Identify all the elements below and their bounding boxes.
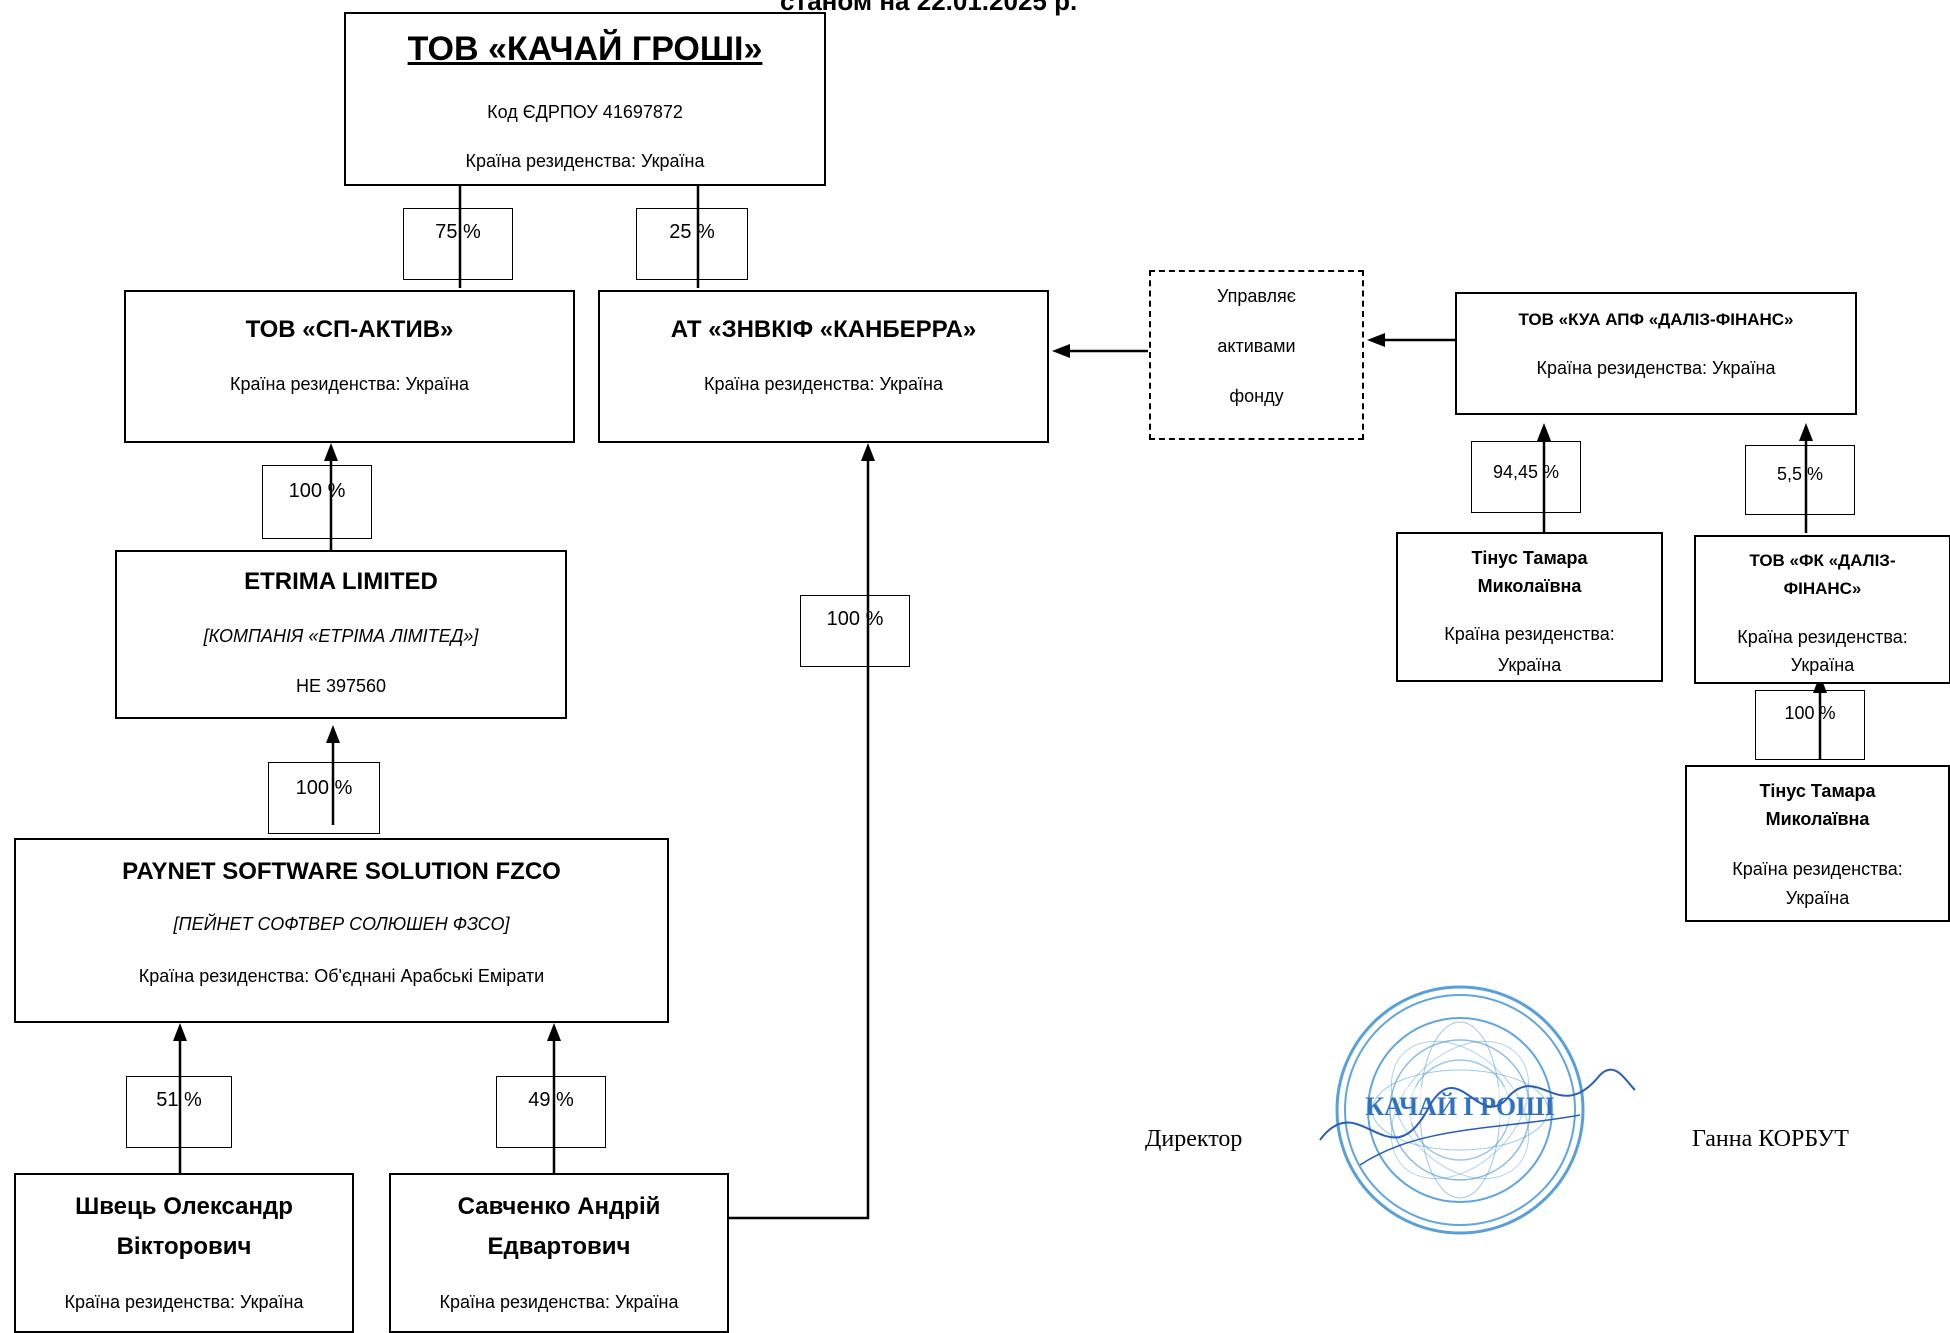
tinus-box-1: Тінус Тамара Миколаївна Країна резиденст… xyxy=(1396,532,1663,682)
company-stamp-icon: КАЧАЙ ГРОШІ xyxy=(1319,985,1636,1235)
main-company-code: Код ЄДРПОУ 41697872 xyxy=(487,102,683,122)
shvets-residence: Країна резиденства: Україна xyxy=(64,1292,304,1312)
diagram-header: станом на 22.01.2025 р. xyxy=(780,0,1078,16)
kua-box: ТОВ «КУА АПФ «ДАЛІЗ-ФІНАНС» Країна резид… xyxy=(1455,292,1857,415)
kanberra-name: АТ «ЗНВКІФ «КАНБЕРРА» xyxy=(670,316,977,343)
etrima-box: ETRIMA LIMITED [КОМПАНІЯ «ЕТРІМА ЛІМІТЕД… xyxy=(115,550,567,719)
savchenko-box: Савченко Андрій Едвартович Країна резиде… xyxy=(389,1173,729,1333)
main-company-name: ТОВ «КАЧАЙ ГРОШІ» xyxy=(407,30,763,68)
savchenko-residence: Країна резиденства: Україна xyxy=(439,1292,679,1312)
svg-text:КАЧАЙ ГРОШІ: КАЧАЙ ГРОШІ xyxy=(1365,1092,1554,1121)
percent-box-100-fk: 100 % xyxy=(1755,690,1865,760)
manages-assets-box: Управляє активами фонду xyxy=(1149,270,1364,440)
main-company-residence: Країна резиденства: Україна xyxy=(465,151,705,171)
main-company-box: ТОВ «КАЧАЙ ГРОШІ» Код ЄДРПОУ 41697872 Кр… xyxy=(344,12,826,186)
percent-box-55: 5,5 % xyxy=(1745,445,1855,515)
kua-residence: Країна резиденства: Україна xyxy=(1536,358,1776,378)
percent-box-25: 25 % xyxy=(636,208,748,280)
etrima-name: ETRIMA LIMITED xyxy=(244,568,438,595)
paynet-name: PAYNET SOFTWARE SOLUTION FZCO xyxy=(122,858,561,885)
fk-name-line2: ФІНАНС» xyxy=(1783,579,1862,598)
paynet-alias: [ПЕЙНЕТ СОФТВЕР СОЛЮШЕН ФЗСО] xyxy=(173,914,510,934)
fk-residence-line1: Країна резиденства: xyxy=(1737,627,1908,647)
percent-box-100-kanberra: 100 % xyxy=(800,595,910,667)
percent-box-75: 75 % xyxy=(403,208,513,280)
director-label: Директор xyxy=(1145,1126,1243,1152)
manages-line-1: Управляє xyxy=(1217,286,1296,306)
percent-box-9445: 94,45 % xyxy=(1471,441,1581,513)
kua-name: ТОВ «КУА АПФ «ДАЛІЗ-ФІНАНС» xyxy=(1518,310,1794,329)
percent-box-100-sp-aktiv: 100 % xyxy=(262,465,372,539)
tinus-2-residence-line2: Україна xyxy=(1785,888,1850,908)
tinus-1-residence-line1: Країна резиденства: xyxy=(1444,624,1615,644)
savchenko-name-line1: Савченко Андрій xyxy=(457,1193,661,1220)
fk-daliz-box: ТОВ «ФК «ДАЛІЗ- ФІНАНС» Країна резиденст… xyxy=(1694,535,1950,684)
sp-aktiv-name: ТОВ «СП-АКТИВ» xyxy=(245,316,454,343)
paynet-residence: Країна резиденства: Об'єднані Арабські Е… xyxy=(138,966,545,986)
sp-aktiv-box: ТОВ «СП-АКТИВ» Країна резиденства: Украї… xyxy=(124,290,575,443)
shvets-name-line2: Вікторович xyxy=(116,1233,252,1260)
manages-line-2: активами xyxy=(1217,336,1296,356)
tinus-box-2: Тінус Тамара Миколаївна Країна резиденст… xyxy=(1685,765,1950,922)
shvets-name-line1: Швець Олександр xyxy=(75,1193,293,1220)
shvets-box: Швець Олександр Вікторович Країна резиде… xyxy=(14,1173,354,1333)
sp-aktiv-residence: Країна резиденства: Україна xyxy=(230,374,469,394)
tinus-1-name-line2: Миколаївна xyxy=(1477,576,1582,596)
fk-residence-line2: Україна xyxy=(1790,655,1855,675)
etrima-reg: НЕ 397560 xyxy=(295,676,387,696)
paynet-box: PAYNET SOFTWARE SOLUTION FZCO [ПЕЙНЕТ СО… xyxy=(14,838,669,1023)
fk-name-line1: ТОВ «ФК «ДАЛІЗ- xyxy=(1749,551,1896,570)
tinus-2-residence-line1: Країна резиденства: xyxy=(1732,859,1903,879)
tinus-1-residence-line2: Україна xyxy=(1497,655,1562,675)
percent-box-49: 49 % xyxy=(496,1076,606,1148)
savchenko-name-line2: Едвартович xyxy=(487,1233,631,1260)
etrima-alias: [КОМПАНІЯ «ЕТРІМА ЛІМІТЕД»] xyxy=(203,626,479,646)
tinus-1-name-line1: Тінус Тамара xyxy=(1471,548,1588,568)
kanberra-box: АТ «ЗНВКІФ «КАНБЕРРА» Країна резиденства… xyxy=(598,290,1049,443)
manages-line-3: фонду xyxy=(1229,386,1284,406)
tinus-2-name-line2: Миколаївна xyxy=(1765,809,1870,829)
tinus-2-name-line1: Тінус Тамара xyxy=(1759,781,1876,801)
percent-box-51: 51 % xyxy=(126,1076,232,1148)
director-name: Ганна КОРБУТ xyxy=(1692,1126,1849,1152)
percent-box-100-etrima: 100 % xyxy=(268,762,380,834)
kanberra-residence: Країна резиденства: Україна xyxy=(704,374,943,394)
